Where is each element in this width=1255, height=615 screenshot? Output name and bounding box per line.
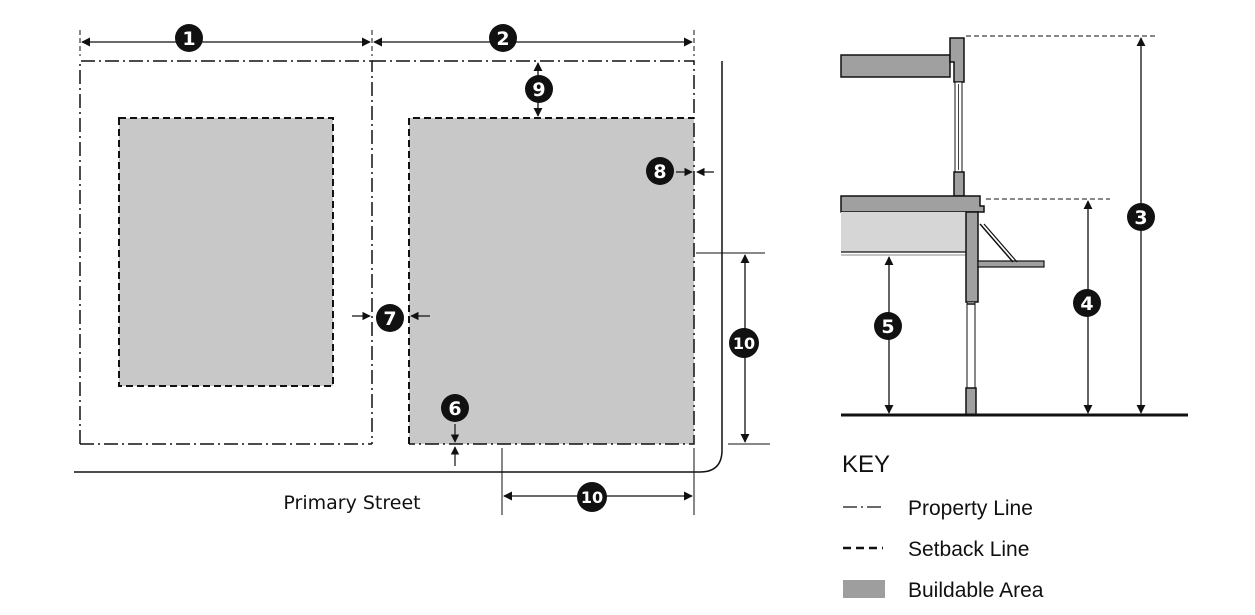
street-label: Primary Street [283,492,420,514]
marker-7: 7 [376,304,404,332]
marker-6: 6 [441,394,469,422]
svg-text:6: 6 [448,398,461,420]
ground-floor-slab [840,195,985,213]
key-label-property-line: Property Line [908,497,1033,520]
building-section: 3 4 5 [840,35,1188,417]
buildable-area-swatch [843,580,885,598]
svg-text:4: 4 [1080,293,1093,315]
svg-text:3: 3 [1134,207,1147,229]
marker-10-horizontal: 10 [577,482,607,512]
marker-3: 3 [1127,203,1155,231]
canopy-strut [979,223,1014,263]
svg-text:7: 7 [383,308,396,330]
ceiling-zone [841,212,966,252]
marker-9: 9 [525,75,553,103]
marker-4: 4 [1073,289,1101,317]
setback-line-lot-2 [408,117,694,444]
svg-text:2: 2 [496,28,509,50]
marker-8: 8 [646,157,674,185]
property-line-lot-1 [79,60,373,444]
svg-text:5: 5 [881,316,894,338]
canopy [977,260,1045,268]
marker-10-vertical: 10 [729,328,759,358]
parapet [949,37,965,83]
key-label-buildable-area: Buildable Area [908,579,1044,602]
upper-floor-slab [840,54,951,78]
site-plan: 1 2 9 8 7 6 10 10 Primary Str [74,24,770,515]
marker-2: 2 [489,24,517,52]
ground-window [966,301,976,389]
property-line-lot-2 [372,60,695,445]
svg-text:10: 10 [581,488,603,507]
marker-1: 1 [175,24,203,52]
mid-wall [953,171,965,197]
svg-text:10: 10 [733,334,755,353]
svg-text:9: 9 [532,79,545,101]
svg-text:8: 8 [653,161,666,183]
ground-wall [965,211,979,303]
key-label-setback-line: Setback Line [908,538,1029,561]
buildable-area-lot-1 [118,117,334,387]
svg-text:1: 1 [182,28,195,50]
canopy-strut-2 [983,223,1018,263]
key-legend: KEY Property Line Setback Line Buildable… [842,451,1044,602]
marker-5: 5 [874,312,902,340]
base-wall [965,387,977,416]
key-title: KEY [842,451,890,478]
curb-corner [699,61,723,473]
